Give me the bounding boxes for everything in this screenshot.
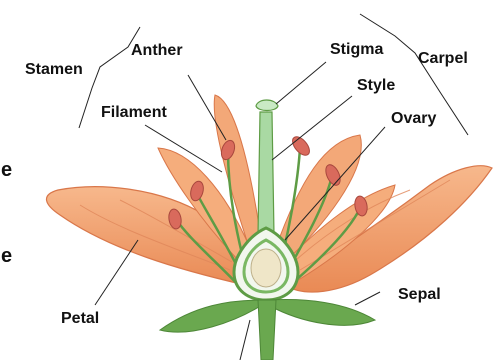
label-stigma: Stigma: [330, 41, 383, 59]
edge-text-fragment-lower: e: [1, 245, 12, 268]
label-stamen: Stamen: [25, 61, 83, 79]
label-anther: Anther: [131, 42, 183, 60]
label-sepal: Sepal: [398, 286, 441, 304]
label-carpel: Carpel: [418, 50, 468, 68]
stem: [258, 300, 276, 360]
label-filament: Filament: [101, 104, 167, 122]
label-ovary: Ovary: [391, 110, 436, 128]
sepal-left: [160, 300, 262, 332]
label-petal: Petal: [61, 310, 99, 328]
style: [258, 112, 274, 235]
label-style: Style: [357, 77, 395, 95]
ovule: [251, 249, 281, 287]
stigma: [256, 100, 278, 111]
sepal-right: [270, 300, 375, 326]
edge-text-fragment-upper: e: [1, 159, 12, 182]
